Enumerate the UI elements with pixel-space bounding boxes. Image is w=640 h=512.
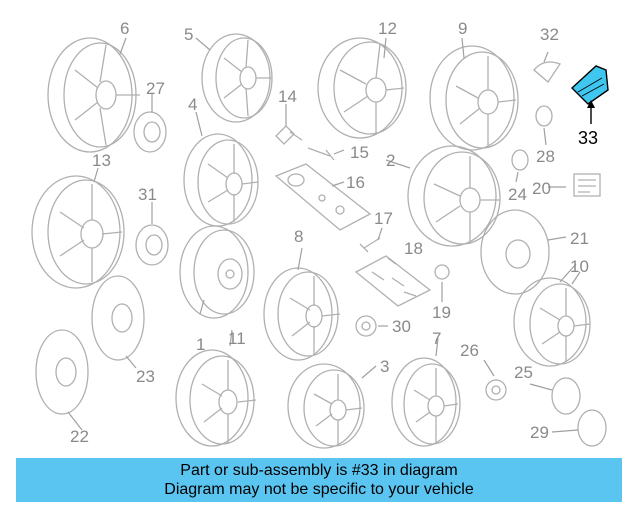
callout-32: 32	[540, 25, 559, 44]
callout-1: 1	[196, 335, 205, 354]
callout-5: 5	[184, 25, 193, 44]
callout-4: 4	[188, 95, 197, 114]
part-7-wheel	[391, 357, 461, 447]
callout-11: 11	[228, 329, 246, 348]
part-6-wheel	[47, 37, 140, 153]
callout-27: 27	[146, 79, 165, 98]
part-22-wheel-cover	[35, 329, 89, 415]
part-5-wheel	[201, 33, 273, 123]
callout-12: 12	[378, 19, 397, 38]
part-16-tpms-kit	[274, 163, 372, 231]
part-14-bolt	[275, 125, 303, 145]
part-24-emblem	[511, 149, 529, 171]
banner-line-2: Diagram may not be specific to your vehi…	[164, 481, 474, 498]
part-8-wheel	[263, 267, 341, 361]
part-20-label	[573, 173, 601, 197]
callout-3: 3	[380, 357, 389, 376]
part-33-highlighted	[570, 65, 609, 105]
callout-28: 28	[536, 147, 555, 166]
part-4-wheel	[183, 133, 259, 227]
part-17-bolt	[359, 237, 381, 253]
callout-10: 10	[570, 257, 589, 276]
part-1-steel-wheel	[179, 225, 255, 319]
part-31-hub-cap	[135, 224, 169, 266]
leader-lines	[67, 37, 595, 433]
callout-8: 8	[294, 227, 303, 246]
info-banner: Part or sub-assembly is #33 in diagram D…	[16, 458, 622, 502]
part-11-wheel	[175, 349, 257, 447]
callout-22: 22	[70, 427, 89, 446]
part-26-washer	[485, 379, 507, 401]
callout-17: 17	[374, 209, 393, 228]
callout-2: 2	[386, 151, 395, 170]
callout-23: 23	[136, 367, 155, 386]
callout-15: 15	[350, 143, 369, 162]
part-21-wheel-cover	[480, 209, 550, 295]
callout-29: 29	[530, 423, 549, 442]
callout-13: 13	[92, 151, 111, 170]
callout-20: 20	[532, 179, 551, 198]
callout-16: 16	[346, 173, 365, 192]
callout-19: 19	[432, 303, 451, 322]
callout-25: 25	[514, 363, 533, 382]
part-25-ring	[551, 377, 581, 415]
part-18-bolt-kit	[354, 255, 432, 307]
part-27-hub-cap	[133, 111, 167, 153]
callout-30: 30	[392, 317, 411, 336]
callout-18: 18	[404, 239, 423, 258]
part-12-wheel	[317, 37, 407, 139]
part-3-wheel	[287, 363, 365, 449]
part-28-emblem	[535, 105, 553, 127]
part-32-key	[533, 61, 561, 83]
part-30-washer	[355, 315, 377, 337]
part-10-wheel	[513, 277, 591, 367]
callout-6: 6	[120, 19, 129, 38]
part-19-nut-cap	[434, 264, 450, 280]
callout-labels: 6 5 12 9 32 27 14 4 33 15 28 13 2 16 24 …	[70, 19, 598, 446]
part-23-wheel-cover	[91, 275, 145, 361]
callout-21: 21	[570, 229, 589, 248]
callout-9: 9	[458, 19, 467, 38]
part-29-ring	[577, 409, 607, 447]
parts-diagram: 6 5 12 9 32 27 14 4 33 15 28 13 2 16 24 …	[31, 19, 609, 449]
part-13-wheel	[31, 175, 125, 289]
part-9-wheel	[429, 45, 519, 151]
callout-14: 14	[278, 87, 297, 106]
callout-26: 26	[460, 341, 479, 360]
callout-7: 7	[432, 329, 441, 348]
part-15-valve	[307, 147, 335, 161]
part-2-wheel	[407, 145, 501, 247]
callout-24: 24	[508, 185, 527, 204]
callout-31: 31	[138, 185, 157, 204]
banner-line-1: Part or sub-assembly is #33 in diagram	[180, 462, 458, 479]
callout-33: 33	[578, 128, 598, 148]
